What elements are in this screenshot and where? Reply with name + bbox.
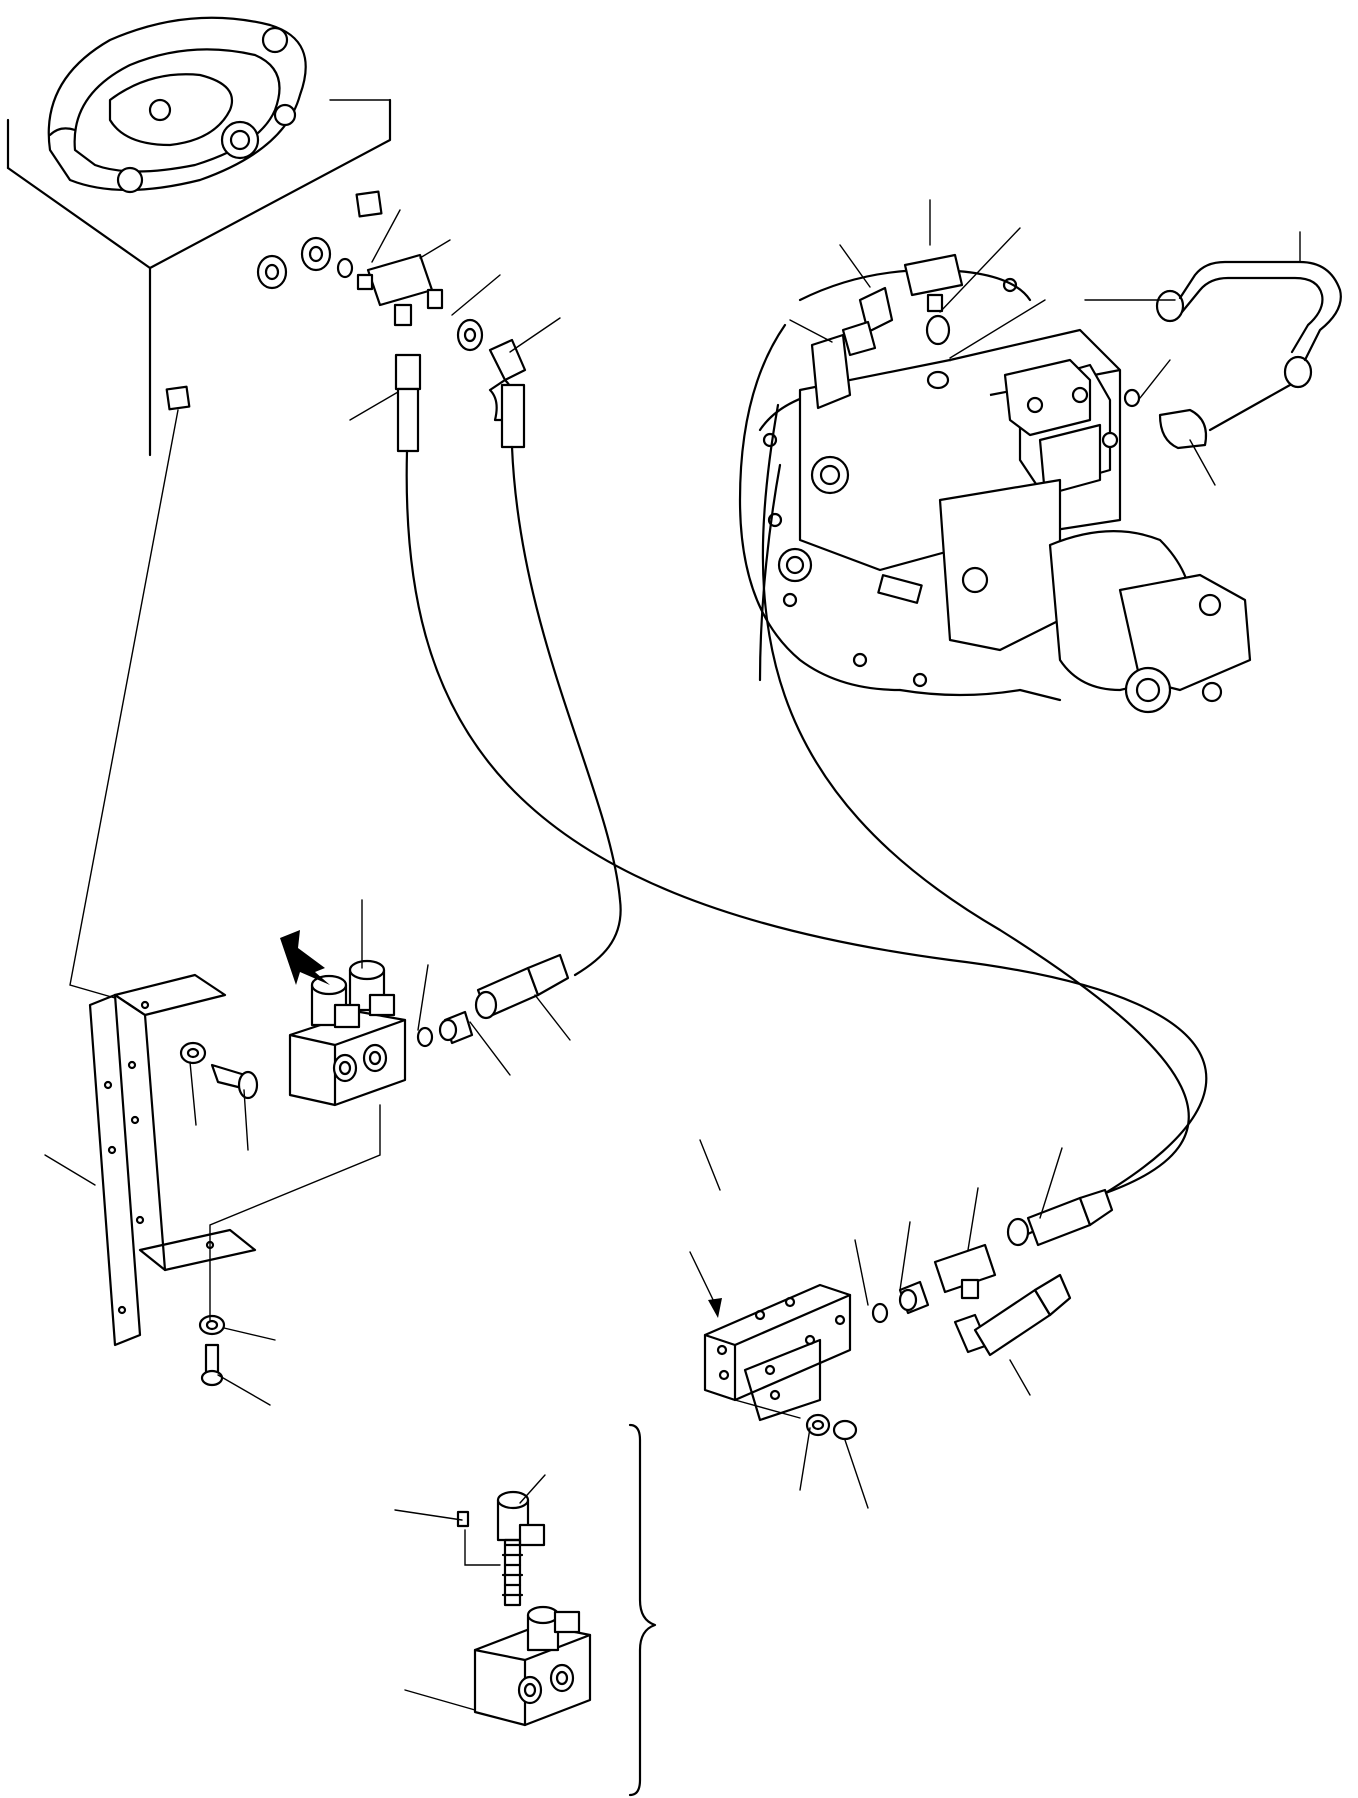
mounting-bracket bbox=[88, 973, 257, 1347]
pump-fittings bbox=[810, 253, 1313, 450]
valve-block-arrow bbox=[280, 930, 330, 985]
manifold-block bbox=[703, 1283, 852, 1422]
leader-1 bbox=[371, 209, 401, 263]
inset-brace bbox=[628, 1423, 657, 1797]
solenoid-valve-block bbox=[288, 959, 407, 1107]
tee-fitting-upper bbox=[356, 253, 527, 422]
reference-lines bbox=[69, 299, 1176, 1419]
u-pipe bbox=[1178, 260, 1342, 432]
manifold-arrow bbox=[689, 1251, 722, 1318]
callout-leaders bbox=[44, 199, 1301, 1711]
hydraulic-tank bbox=[6, 16, 392, 457]
inset-valve-detail bbox=[456, 1490, 592, 1727]
manifold-fittings bbox=[805, 1188, 1114, 1441]
hoses bbox=[405, 403, 1208, 1242]
valve-block-fittings bbox=[416, 953, 570, 1048]
tank-port-seals bbox=[256, 236, 354, 290]
main-pump bbox=[738, 268, 1252, 714]
